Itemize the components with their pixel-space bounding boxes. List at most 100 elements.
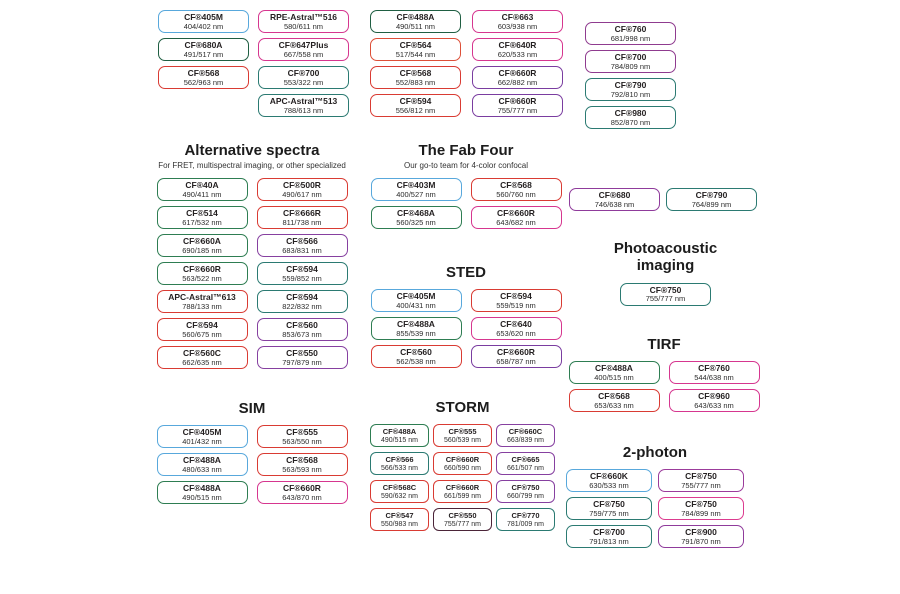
dye-name: CF®566 [385,455,414,465]
section-subtitle: For FRET, multispectral imaging, or othe… [158,161,346,171]
dye-wavelengths: 643/633 nm [694,400,734,410]
dye-name: CF®790 [614,80,647,91]
dye-name: CF®568 [399,68,432,79]
dye-name: CF®647Plus [278,40,329,51]
dye-wavelengths: 792/810 nm [610,89,651,99]
dye-name: CF®550 [286,348,318,359]
dye-wavelengths: 560/325 nm [396,217,436,227]
dye-wavelengths: 550/983 nm [381,520,418,528]
dye-wavelengths: 517/544 nm [395,49,436,59]
dye-wavelengths: 784/809 nm [610,61,651,71]
dye-name: CF®750 [685,499,717,510]
dye-wavelengths: 556/812 nm [395,105,436,115]
dye-name: CF®750 [593,499,625,510]
dye-name: CF®660R [183,264,221,275]
dye-name: CF®660C [508,427,543,437]
dye-wavelengths: 559/519 nm [496,300,536,310]
dye-wavelengths: 552/883 nm [395,77,436,87]
dye-name: CF®660R [445,455,480,465]
dye-wavelengths: 490/515 nm [381,436,418,444]
dye-wavelengths: 661/599 nm [444,492,481,500]
dye-wavelengths: 662/882 nm [497,77,538,87]
dye-name: CF®40A [185,180,219,191]
dye-name: CF®663 [501,12,534,23]
dye-name: CF®750 [685,471,717,482]
dye-name: CF®770 [511,511,540,521]
section-subtitle: Our go-to team for 4-color confocal [403,161,529,171]
dye-wavelengths: 563/522 nm [182,273,222,283]
dye-wavelengths: 617/532 nm [182,217,222,227]
dye-wavelengths: 755/777 nm [444,520,481,528]
section-title: STED [445,264,486,281]
dye-wavelengths: 683/831 nm [282,245,322,255]
dye-name: CF®700 [614,52,647,63]
dye-name: CF®750 [649,284,682,295]
dye-wavelengths: 788/613 nm [283,105,324,115]
dye-wavelengths: 690/185 nm [182,245,222,255]
dye-name: CF®665 [511,455,540,465]
dye-wavelengths: 662/635 nm [182,357,222,367]
dye-name: CF®405M [184,12,223,23]
dye-name: APC-Astral™513 [269,96,338,107]
section-title: 2-photon [622,444,688,461]
dye-wavelengths: 590/632 nm [381,492,418,500]
dye-wavelengths: 562/963 nm [183,77,224,87]
dye-name: CF®900 [685,527,717,538]
dye-wavelengths: 562/538 nm [396,356,436,366]
dye-name: CF®700 [287,68,320,79]
dye-wavelengths: 566/533 nm [381,464,418,472]
dye-name: CF®760 [698,363,730,374]
dye-wavelengths: 490/511 nm [395,21,436,31]
dye-name: CF®666R [283,208,321,219]
dye-name: CF®568C [382,483,417,493]
dye-name: APC-Astral™613 [168,292,236,303]
dye-wavelengths: 855/539 nm [396,328,436,338]
dye-name: CF®660R [445,483,480,493]
dye-wavelengths: 784/899 nm [681,508,721,518]
